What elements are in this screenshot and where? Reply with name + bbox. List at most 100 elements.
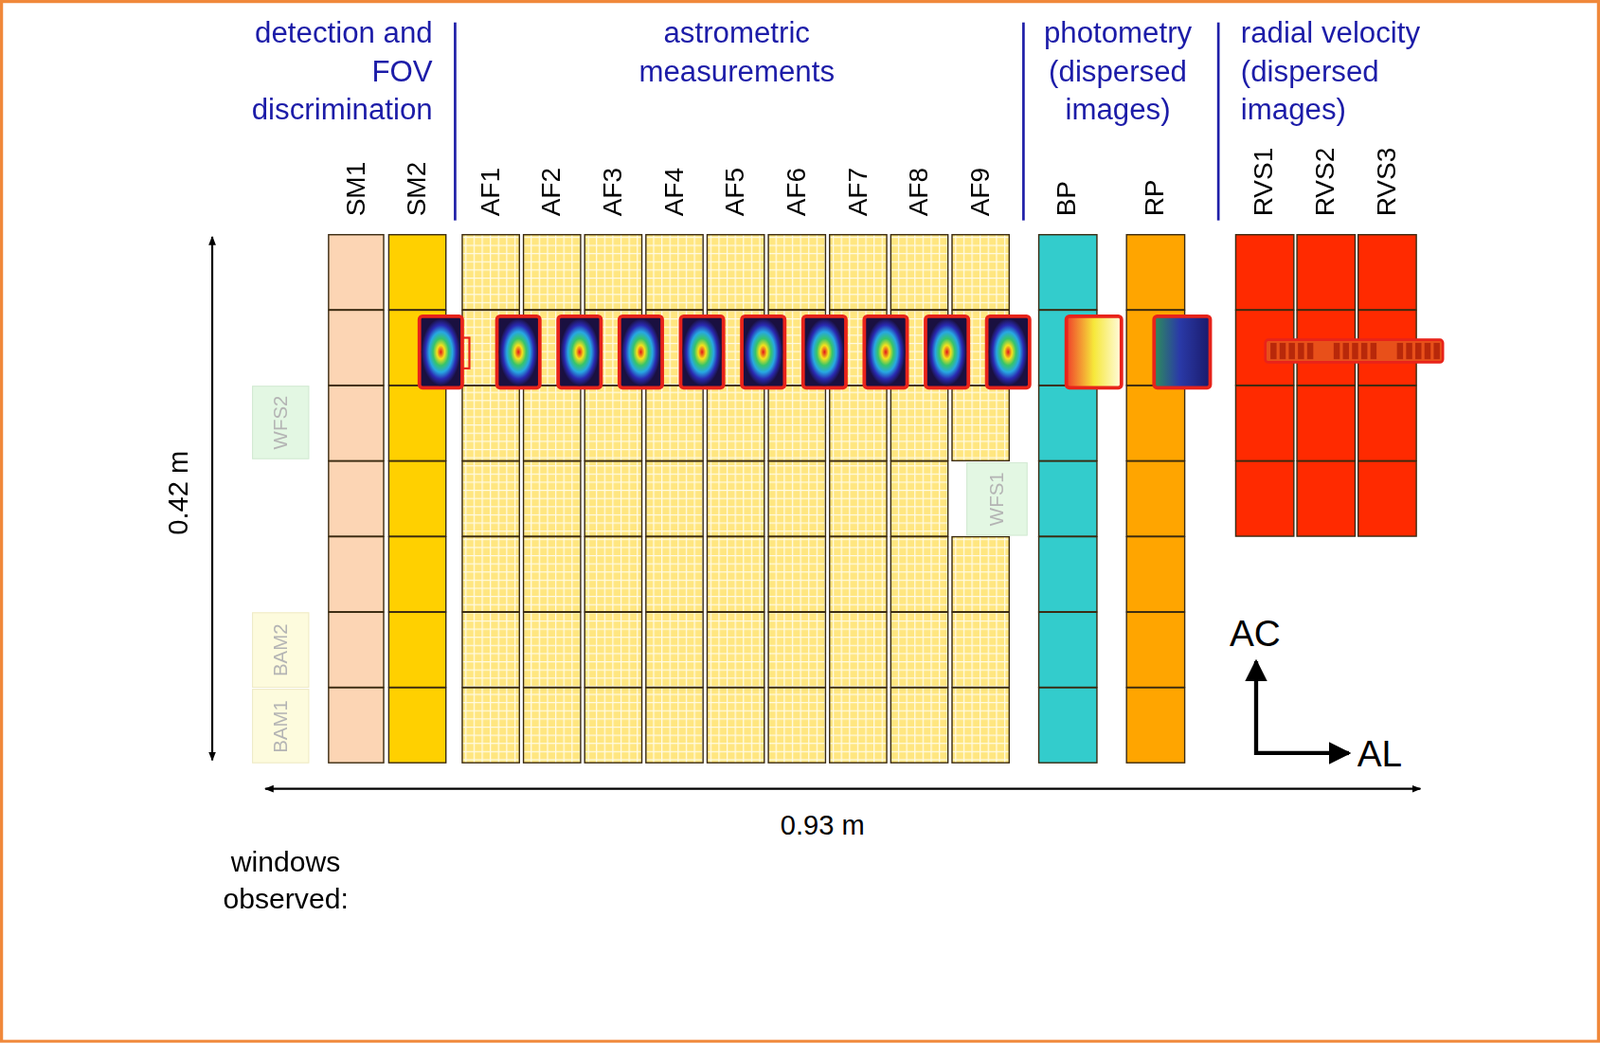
ccd-column-name: AF9 [963,167,998,216]
bp-ccd [1039,461,1097,537]
ccd-column-name: AF2 [535,167,570,216]
star-window [925,316,969,388]
sm-ccd [328,309,384,385]
rvs-spectrum-dash [1405,342,1412,360]
af-ccd [462,611,520,687]
star-image [988,318,1028,386]
sm-ccd [388,537,446,612]
ccd-column-name: SM2 [399,161,434,217]
dimension: 0.42 m [161,450,198,536]
rp-ccd [1126,461,1185,537]
af-ccd [584,611,642,687]
af-ccd [646,461,703,537]
sm-ccd [388,385,446,461]
ccd-column-name: AF6 [779,167,814,216]
af-ccd [706,461,764,537]
dimension: 0.93 m [719,808,924,845]
star-image [805,318,845,386]
rvs-ccd [1358,385,1417,461]
rvs-spectrum-dash [1351,342,1358,360]
af-ccd [706,611,764,687]
af-ccd [706,234,764,310]
group-title: astrometric measurements [613,14,860,91]
star-window [741,316,785,388]
rp-ccd [1126,234,1185,310]
star-image [621,318,661,386]
ccd-column-name: AF4 [657,167,692,216]
bp-ccd [1039,385,1097,461]
sm-ccd [328,537,384,612]
rvs-spectrum-dash [1307,342,1313,360]
group-title: radial velocity (dispersed images) [1240,14,1461,130]
rvs-spectrum-dash [1361,342,1367,360]
ccd-column-name: AF3 [595,167,630,216]
af-ccd [829,611,887,687]
star-image [743,318,783,386]
af-ccd [890,385,948,461]
af-ccd [646,611,703,687]
af-ccd [462,385,520,461]
ccd-column-name: SM1 [339,161,374,217]
rvs-spectrum-dash [1288,342,1295,360]
rvs-spectrum-dash [1297,342,1304,360]
af-ccd [462,687,520,763]
af-ccd [768,234,826,310]
ccd-column-name: BP [1050,180,1085,216]
bp-ccd [1039,234,1097,310]
af-ccd [462,537,520,612]
rvs-ccd [1358,461,1417,537]
star-window [619,316,663,388]
rvs-ccd [1296,234,1355,310]
star-image [421,318,461,386]
af-ccd [706,537,764,612]
af-ccd [829,461,887,537]
ccd-column-name: AF7 [841,167,876,216]
ccd-column-name: RP [1137,179,1172,216]
star-window [987,316,1030,388]
ccd-column-name: RVS1 [1246,147,1281,217]
star-image [683,318,722,386]
rvs-ccd [1296,461,1355,537]
ccd-column-name: RVS3 [1369,147,1404,217]
af-ccd [952,385,1009,461]
rvs-ccd [1235,385,1294,461]
ccd-column-name: AF8 [901,167,936,216]
rvs-spectrum-dash [1415,342,1421,360]
af-ccd [646,234,703,310]
rp-ccd [1126,611,1185,687]
auxiliary-ccd: WFS1 [966,462,1028,537]
rvs-spectrum-dash [1343,342,1349,360]
group-title: detection and FOV discrimination [208,14,433,130]
af-ccd [706,687,764,763]
af-ccd [523,537,581,612]
sm-ccd [328,461,384,537]
af-ccd [890,234,948,310]
af-ccd [829,537,887,612]
rvs-ccd [1296,385,1355,461]
af-ccd [829,687,887,763]
rvs-spectrum-dash [1424,342,1431,360]
star-window [497,316,540,388]
star-window [803,316,846,388]
af-ccd [462,461,520,537]
rp-ccd [1126,687,1185,763]
rvs-spectrum-dash [1397,342,1403,360]
af-ccd [829,385,887,461]
af-ccd [706,385,764,461]
rp-ccd [1126,537,1185,612]
af-ccd [646,537,703,612]
rp-window [1153,316,1210,388]
ccd-name: BAM1 [269,700,292,754]
af-ccd [952,611,1009,687]
auxiliary-ccd: WFS2 [251,385,309,460]
sm-ccd [328,687,384,763]
sm-ccd [328,234,384,310]
af-ccd [890,461,948,537]
af-ccd [829,234,887,310]
axis-label: AL [1357,730,1429,778]
af-ccd [523,234,581,310]
star-window [557,316,601,388]
af-ccd [462,234,520,310]
ccd-column-name: AF1 [473,167,508,216]
